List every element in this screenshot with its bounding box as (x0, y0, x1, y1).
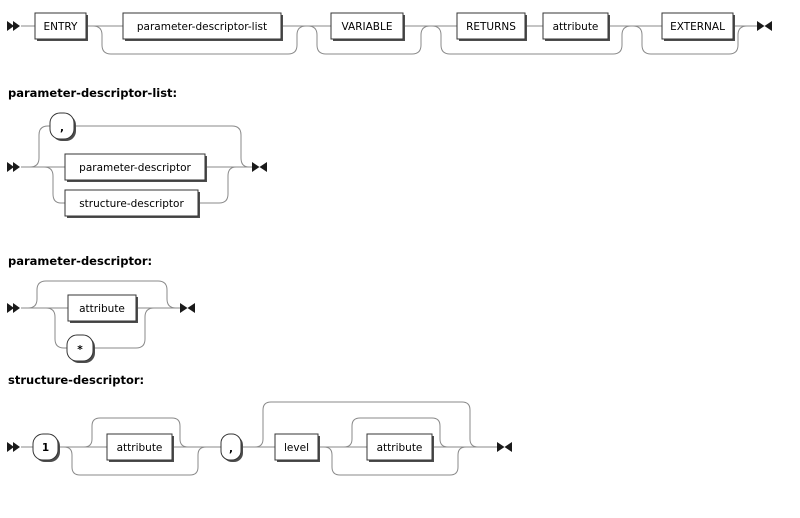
node-label: attribute (377, 442, 423, 454)
node-label: attribute (553, 21, 599, 33)
node-label: 1 (42, 442, 49, 454)
node-attribute: attribute (542, 12, 610, 41)
bypass-external (632, 25, 748, 55)
loop-attribute-1 (83, 417, 189, 448)
node-label: parameter-descriptor-list (137, 21, 267, 33)
node-parameter-descriptor: parameter-descriptor (64, 153, 207, 182)
end-arrow-icon (252, 162, 260, 172)
node-box (106, 433, 173, 461)
node-box (32, 433, 59, 461)
end-arrow-icon (764, 21, 772, 31)
node-label: , (60, 122, 64, 134)
diagram-structure-descriptor: 1 attribute , level attribute (7, 401, 512, 476)
diagram-parameter-descriptor-list: , parameter-descriptor structure-descrip… (7, 112, 267, 218)
heading-structure-descriptor: structure-descriptor: (8, 373, 145, 387)
diagram-parameter-descriptor: attribute * (7, 280, 195, 363)
node-box (542, 12, 609, 40)
node-label: attribute (117, 442, 163, 454)
start-arrow-icon (7, 21, 14, 31)
end-arrow-icon (187, 303, 195, 313)
loop-attribute (27, 280, 177, 309)
end-arrow-icon (497, 442, 505, 452)
node-label: RETURNS (466, 21, 516, 33)
node-box (661, 12, 734, 40)
end-arrow-icon (180, 303, 188, 313)
node-label: EXTERNAL (670, 21, 725, 33)
start-arrow-icon (7, 442, 14, 452)
node-label: structure-descriptor (79, 198, 184, 210)
node-variable: VARIABLE (330, 12, 405, 41)
node-box (122, 12, 282, 40)
node-label: parameter-descriptor (79, 162, 191, 174)
node-box (220, 433, 242, 461)
node-label: attribute (79, 303, 125, 315)
node-box (366, 433, 433, 461)
node-box (67, 294, 137, 322)
node-box (49, 112, 75, 140)
node-box (330, 12, 404, 40)
branch-asterisk (45, 307, 155, 349)
bypass-variable (307, 25, 431, 55)
node-one: 1 (32, 433, 60, 462)
node-box (456, 12, 526, 40)
node-attribute-1: attribute (106, 433, 174, 462)
start-arrow-icon (13, 303, 20, 313)
node-entry: ENTRY (34, 12, 88, 41)
node-label: level (284, 442, 309, 454)
node-box (64, 189, 199, 217)
loop-attribute-2 (343, 417, 449, 448)
node-level: level (274, 433, 320, 462)
node-box (34, 12, 87, 40)
node-asterisk: * (66, 334, 95, 363)
loop-level-group (254, 401, 479, 448)
bypass-attribute-2 (323, 446, 467, 476)
start-arrow-icon (13, 21, 20, 31)
end-arrow-icon (259, 162, 267, 172)
bypass-parameter-descriptor-list (92, 25, 307, 55)
start-arrow-icon (7, 303, 14, 313)
node-returns: RETURNS (456, 12, 527, 41)
start-arrow-icon (7, 162, 14, 172)
node-comma: , (49, 112, 76, 141)
bypass-attribute-1 (63, 446, 207, 476)
loop-comma (29, 125, 250, 168)
diagram-entry-statement: ENTRY parameter-descriptor-list VARIABLE… (7, 12, 772, 55)
node-box (274, 433, 319, 461)
end-arrow-icon (757, 21, 765, 31)
node-label: * (77, 344, 83, 356)
node-parameter-descriptor-list: parameter-descriptor-list (122, 12, 283, 41)
heading-parameter-descriptor: parameter-descriptor: (8, 254, 153, 268)
node-external: EXTERNAL (661, 12, 735, 41)
node-box (64, 153, 206, 181)
bypass-returns-attribute (431, 25, 632, 55)
start-arrow-icon (13, 442, 20, 452)
heading-parameter-descriptor-list: parameter-descriptor-list: (8, 86, 178, 100)
node-label: , (229, 443, 233, 455)
start-arrow-icon (13, 162, 20, 172)
node-attribute: attribute (67, 294, 138, 323)
node-attribute-2: attribute (366, 433, 434, 462)
end-arrow-icon (504, 442, 512, 452)
node-label: VARIABLE (342, 21, 393, 33)
node-box (66, 334, 94, 362)
node-structure-descriptor: structure-descriptor (64, 189, 200, 218)
node-label: ENTRY (44, 21, 79, 33)
node-comma: , (220, 433, 243, 462)
